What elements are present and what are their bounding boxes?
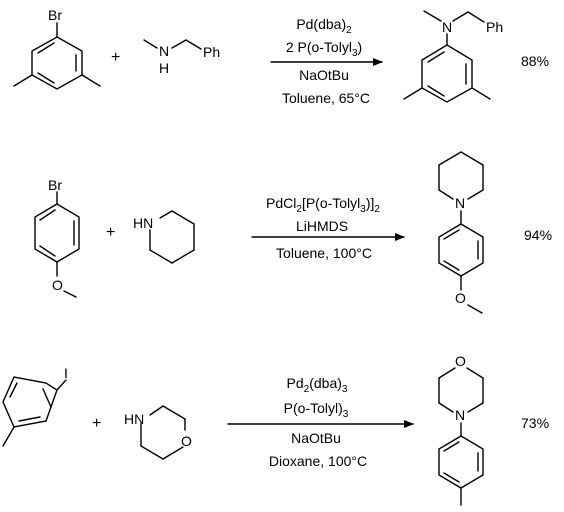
atom-label-o: O — [455, 353, 466, 369]
reaction-3: I + HN O Pd2(dba)3 P(o-Tolyl)3 NaOtBu Di… — [2, 353, 549, 506]
reaction-2: Br O + HN PdCl2[P(o-Tolyl3)]2 LiHMDS Tol… — [34, 151, 552, 314]
atom-label-n: N — [442, 19, 452, 35]
reactant-morpholine: HN O — [124, 405, 192, 460]
atom-label-hn: HN — [133, 215, 153, 231]
atom-label-n: N — [159, 43, 169, 59]
reaction-1: Br + N H Ph Pd(dba)2 2 P(o-Tolyl3) NaOtB… — [13, 7, 549, 106]
yield-label: 73% — [521, 415, 549, 431]
atom-label-n: N — [455, 407, 465, 423]
yield-label: 88% — [521, 53, 549, 69]
product-methoxyphenyl-piperidine: N O — [438, 151, 484, 314]
condition-ligand: 2 P(o-Tolyl3) — [286, 39, 362, 59]
condition-catalyst: PdCl2[P(o-Tolyl3)]2 — [266, 195, 380, 215]
atom-label-o: O — [181, 433, 192, 449]
plus-sign: + — [106, 224, 115, 241]
reactant-iodotoluene: I — [2, 365, 68, 447]
atom-label-o: O — [52, 277, 63, 293]
atom-label-br: Br — [48, 7, 62, 23]
product-tertiary-amine: N Ph — [403, 10, 503, 103]
atom-label-hn: HN — [124, 411, 144, 427]
condition-ligand: P(o-Tolyl)3 — [284, 400, 349, 420]
atom-label-h: H — [159, 60, 169, 76]
reactant-bromoanisole: Br O — [34, 177, 80, 298]
condition-solvent-temp: Dioxane, 100°C — [269, 453, 367, 469]
atom-label-ph: Ph — [486, 19, 503, 35]
atom-label-o: O — [455, 290, 466, 306]
atom-label-i: I — [64, 365, 68, 381]
product-tolyl-morpholine: O N — [438, 353, 484, 506]
atom-label-n: N — [455, 195, 465, 211]
condition-base: NaOtBu — [299, 67, 349, 83]
condition-catalyst: Pd2(dba)3 — [287, 375, 348, 395]
condition-solvent-temp: Toluene, 100°C — [276, 245, 372, 261]
reactant-piperidine: HN — [133, 210, 195, 264]
condition-base: NaOtBu — [291, 430, 341, 446]
reactant-bromo-xylene: Br — [13, 7, 101, 90]
condition-solvent-temp: Toluene, 65°C — [282, 90, 370, 106]
reactant-n-methylbenzylamine: N H Ph — [143, 39, 220, 76]
condition-base: LiHMDS — [296, 218, 348, 234]
atom-label-ph: Ph — [203, 44, 220, 60]
plus-sign: + — [92, 415, 101, 432]
yield-label: 94% — [524, 227, 552, 243]
condition-catalyst: Pd(dba)2 — [296, 16, 352, 36]
plus-sign: + — [111, 49, 120, 66]
atom-label-br: Br — [48, 177, 62, 193]
